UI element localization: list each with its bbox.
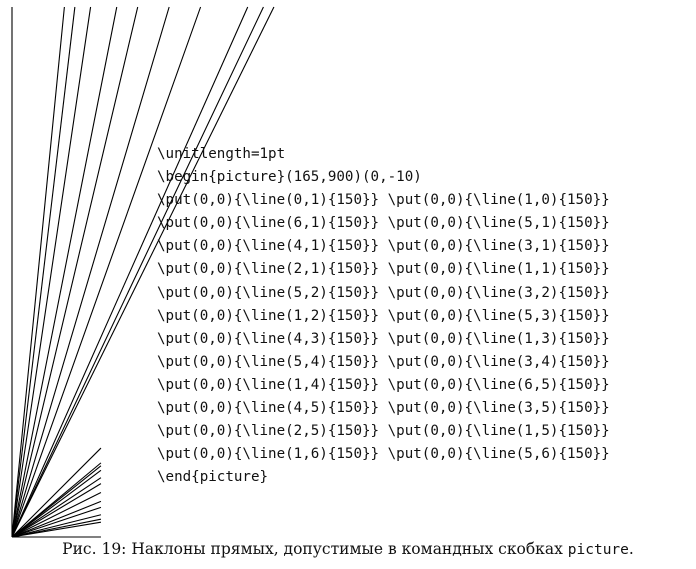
slope-line: [11, 469, 102, 538]
code-line: \end{picture}: [157, 469, 269, 486]
latex-code-block: \unitlength=1pt \begin{picture}(165,900)(…: [157, 143, 610, 489]
slope-line: [11, 483, 102, 538]
code-line: \put(0,0){\line(6,1){150}} \put(0,0){\li…: [157, 215, 610, 232]
code-line: \put(0,0){\line(1,2){150}} \put(0,0){\li…: [157, 307, 610, 324]
figure-caption: Рис. 19: Наклоны прямых, допустимые в ко…: [0, 540, 696, 558]
code-line: \put(0,0){\line(0,1){150}} \put(0,0){\li…: [157, 192, 610, 209]
slope-line: [11, 447, 102, 538]
caption-prefix: Рис. 19: Наклоны прямых, допустимые в ко…: [62, 540, 568, 558]
caption-suffix: .: [628, 540, 634, 558]
slope-line: [11, 6, 118, 538]
caption-env-name: picture: [567, 542, 629, 558]
slope-line: [11, 6, 264, 538]
code-line: \put(0,0){\line(2,5){150}} \put(0,0){\li…: [157, 423, 610, 440]
code-line: \put(0,0){\line(1,6){150}} \put(0,0){\li…: [157, 446, 610, 463]
slope-line: [11, 6, 139, 538]
code-line: \put(0,0){\line(4,3){150}} \put(0,0){\li…: [157, 330, 610, 347]
slope-line: [11, 6, 202, 538]
slope-line: [11, 6, 275, 538]
code-line: \put(0,0){\line(4,1){150}} \put(0,0){\li…: [157, 238, 610, 255]
slope-line: [11, 518, 102, 538]
slope-line: [11, 514, 102, 538]
code-line: \put(0,0){\line(1,4){150}} \put(0,0){\li…: [157, 376, 610, 393]
code-line: \put(0,0){\line(5,4){150}} \put(0,0){\li…: [157, 353, 610, 370]
code-line: \begin{picture}(165,900)(0,-10): [157, 169, 422, 186]
slope-line: [11, 500, 102, 538]
code-line: \put(0,0){\line(2,1){150}} \put(0,0){\li…: [157, 261, 610, 278]
slope-line: [11, 492, 102, 538]
slope-line: [11, 6, 65, 538]
slope-line: [11, 6, 170, 538]
slope-line: [11, 6, 249, 538]
slope-line: [11, 506, 102, 538]
slope-line: [11, 6, 76, 538]
slope-line: [11, 6, 92, 538]
code-line: \put(0,0){\line(4,5){150}} \put(0,0){\li…: [157, 400, 610, 417]
slope-line: [11, 462, 102, 538]
code-line: \put(0,0){\line(5,2){150}} \put(0,0){\li…: [157, 284, 610, 301]
code-line: \unitlength=1pt: [157, 146, 286, 162]
slope-line: [11, 477, 102, 538]
